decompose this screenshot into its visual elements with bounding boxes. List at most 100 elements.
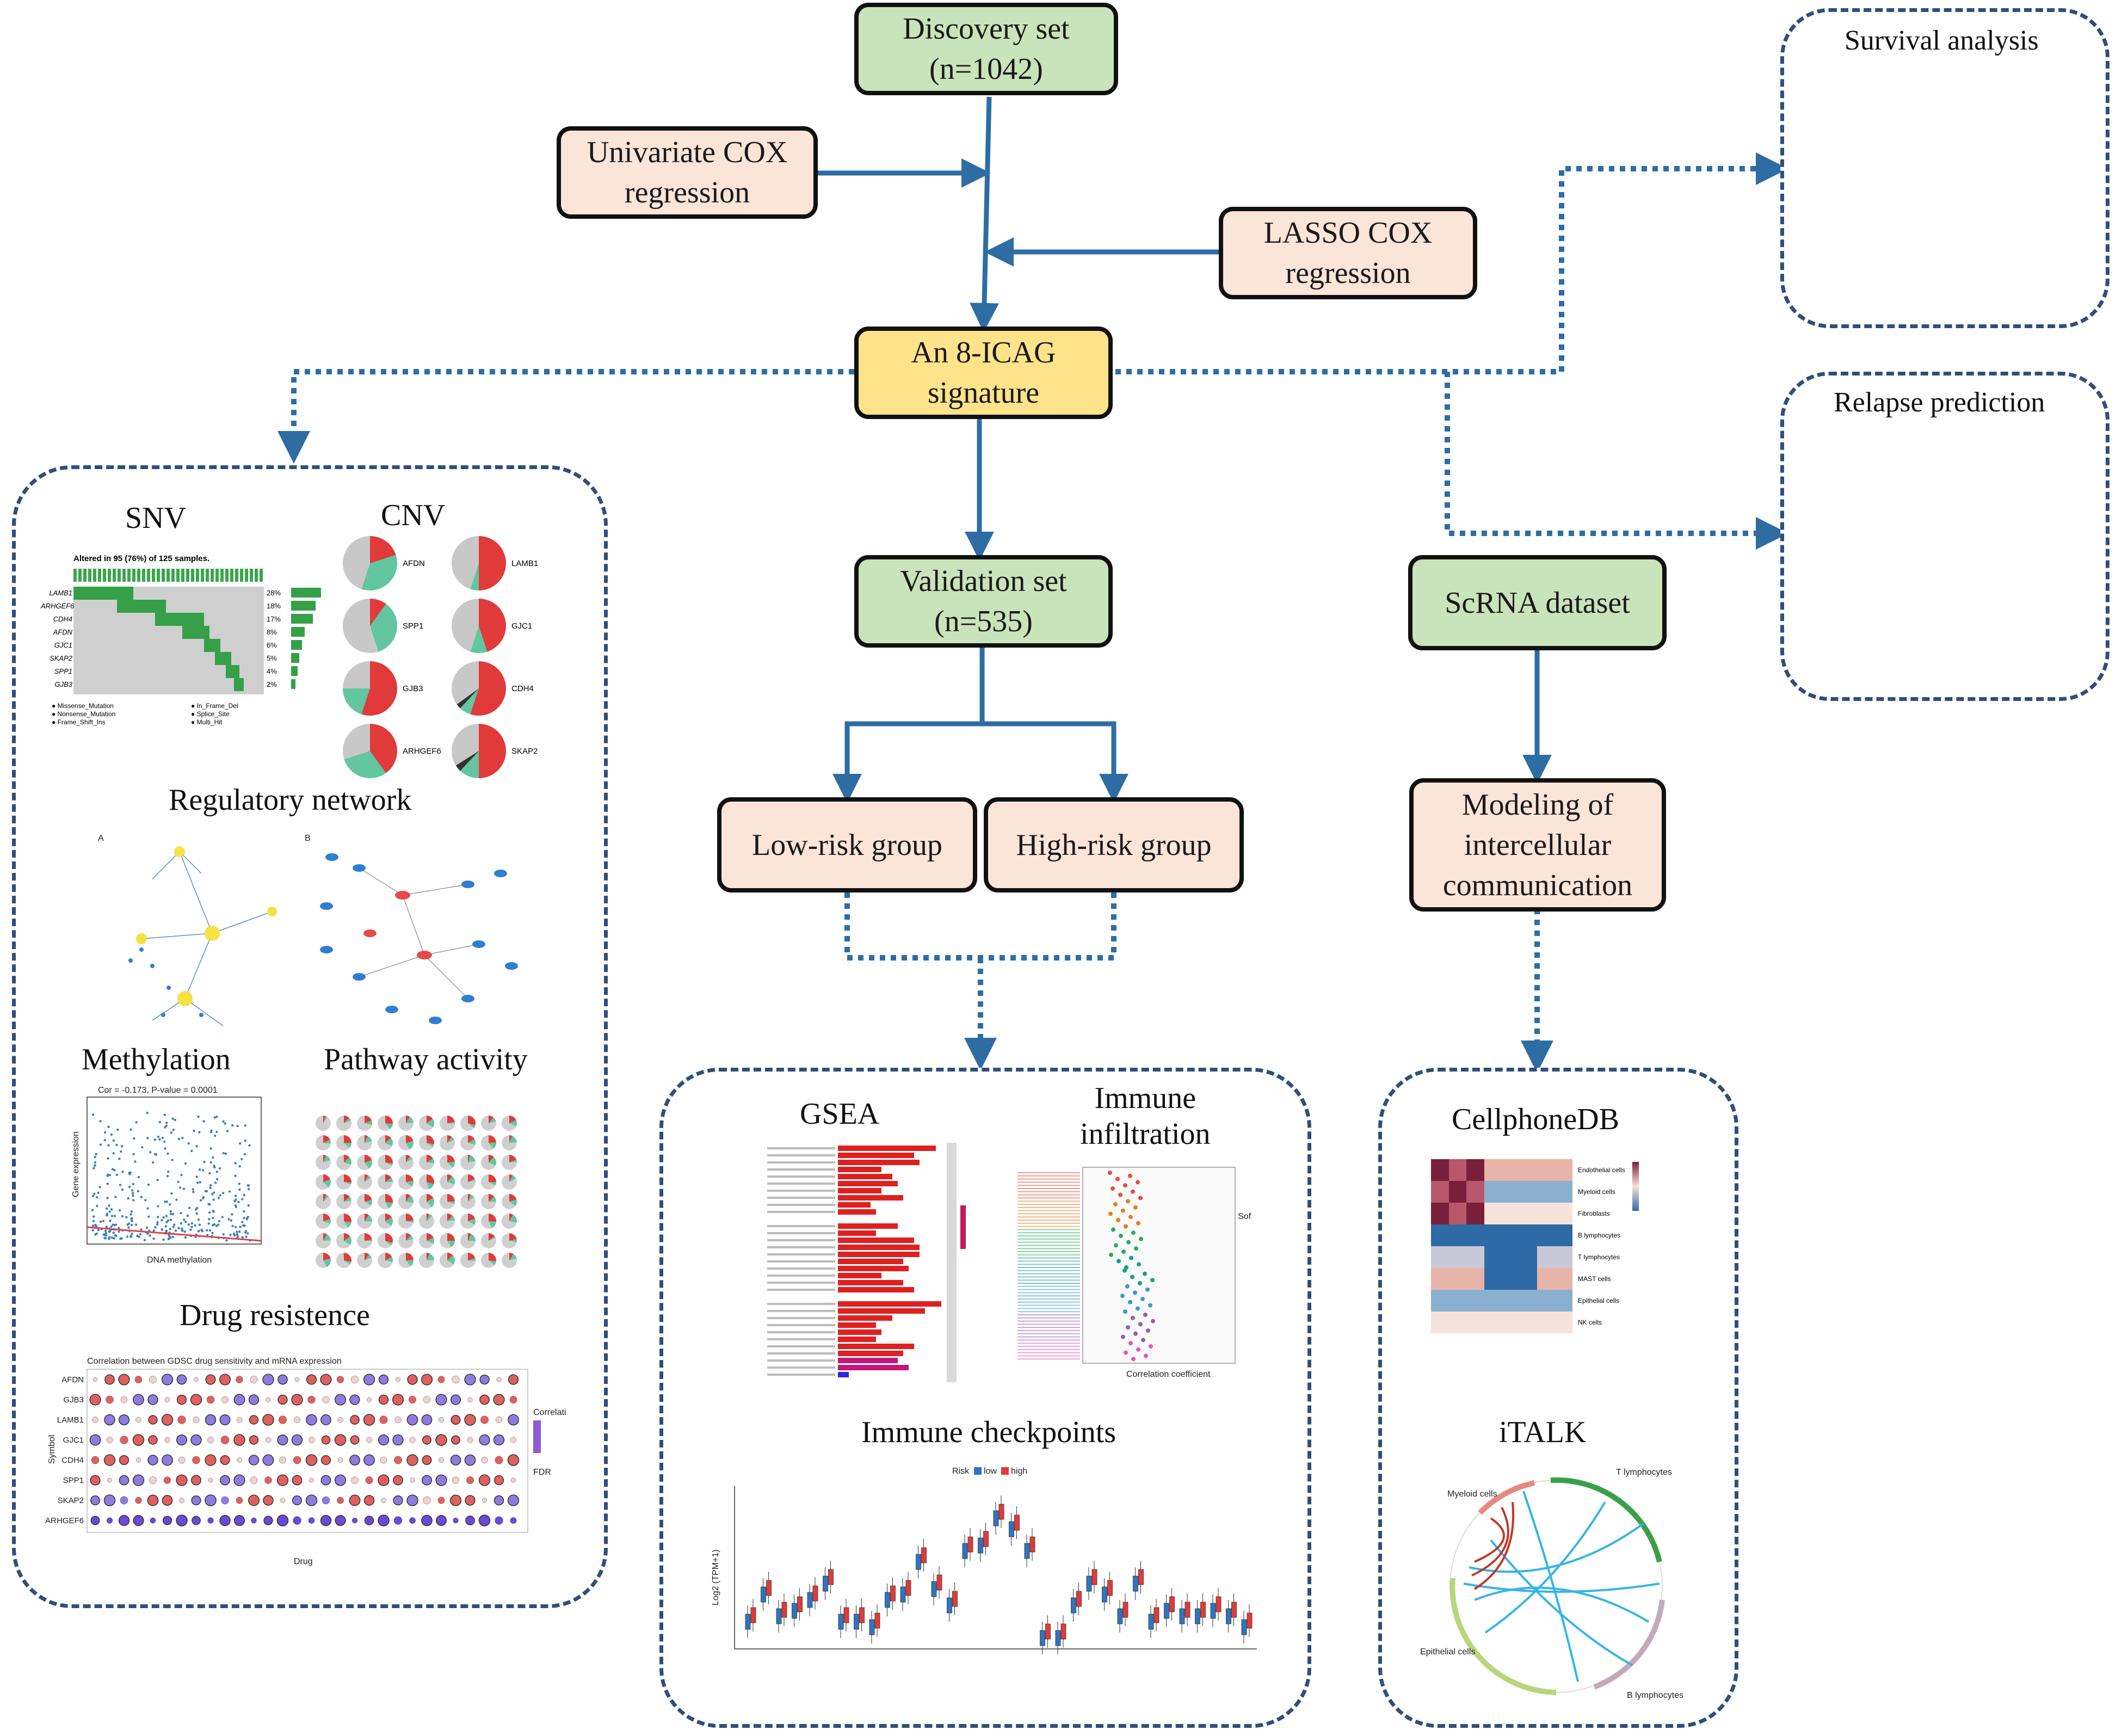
- drug-title: Drug resistence: [180, 1298, 370, 1332]
- infiltration-dot: [1120, 1294, 1125, 1298]
- methylation-point: [110, 1208, 113, 1211]
- methylation-point: [198, 1223, 201, 1226]
- drug-bubble: [294, 1417, 300, 1423]
- dotted-groups-to-center: [844, 892, 1116, 961]
- drug-bubble: [133, 1515, 144, 1526]
- methylation-point: [196, 1181, 199, 1184]
- modeling-line2: intercellular: [1464, 828, 1612, 862]
- methylation-point: [243, 1210, 245, 1213]
- modeling-line1: Modeling of: [1461, 787, 1614, 822]
- pathway-pie: [440, 1233, 455, 1248]
- drug-bubble: [148, 1415, 158, 1425]
- scrna-label: ScRNA dataset: [1445, 586, 1630, 620]
- infiltration-dot: [1124, 1350, 1128, 1355]
- cnv-pie: [452, 661, 506, 716]
- heatmap-cell: [1555, 1246, 1572, 1268]
- methylation-point: [127, 1226, 130, 1229]
- drug-bubble: [206, 1395, 215, 1404]
- methylation-point: [157, 1135, 160, 1138]
- checkpoint-legend-high: high: [1011, 1467, 1027, 1476]
- methylation-point: [132, 1199, 135, 1202]
- checkpoint-boxplot: Risk low high Log2 (TPM+1): [711, 1467, 1257, 1654]
- gsea-bar: [838, 1344, 914, 1349]
- methylation-point: [243, 1217, 245, 1220]
- pathway-pie: [419, 1214, 434, 1229]
- drug-bubble: [248, 1455, 260, 1466]
- methylation-point: [175, 1198, 178, 1201]
- drug-bubble: [207, 1517, 214, 1524]
- heatmap-cell: [1555, 1268, 1572, 1290]
- pathway-pie: [316, 1233, 331, 1248]
- heatmap-cell: [1431, 1159, 1449, 1181]
- methylation-point: [230, 1219, 233, 1222]
- drug-bubble: [220, 1475, 230, 1486]
- methylation-point: [132, 1194, 134, 1197]
- checkpoint-box: [1195, 1608, 1200, 1624]
- dotted-signature-to-survival: [1105, 152, 1788, 374]
- low-risk-label: Low-risk group: [752, 828, 942, 862]
- drug-bubble: [266, 1397, 271, 1402]
- checkpoint-box: [828, 1569, 834, 1585]
- methylation-point: [145, 1226, 149, 1229]
- drug-xlabel: Drug: [294, 1557, 313, 1566]
- methylation-point: [94, 1161, 97, 1164]
- drug-bubble: [351, 1476, 359, 1484]
- drug-bubble: [176, 1515, 188, 1526]
- gsea-bar: [838, 1230, 876, 1236]
- drug-legend-fdr: FDR: [533, 1468, 551, 1477]
- pathway-pie: [440, 1194, 455, 1209]
- methylation-point: [244, 1124, 246, 1127]
- drug-bubble: [89, 1434, 101, 1446]
- drug-bubble: [263, 1516, 273, 1525]
- drug-bubble: [250, 1476, 258, 1484]
- checkpoint-box: [766, 1580, 772, 1596]
- heatmap-cell: [1555, 1203, 1572, 1224]
- pathway-pie: [378, 1155, 393, 1170]
- drug-bubble: [220, 1455, 230, 1466]
- checkpoint-box: [859, 1607, 865, 1623]
- methylation-point: [157, 1205, 159, 1208]
- drug-bubble: [378, 1515, 390, 1526]
- italk-sector-epithelial: Epithelial cells: [1420, 1647, 1475, 1657]
- methylation-point: [170, 1131, 172, 1134]
- methylation-point: [108, 1204, 110, 1207]
- infiltration-dot: [1126, 1325, 1130, 1330]
- methylation-point: [206, 1229, 208, 1232]
- methylation-point: [166, 1219, 170, 1222]
- pathway-pie: [336, 1214, 351, 1229]
- methylation-point: [246, 1216, 249, 1219]
- methylation-point: [187, 1142, 190, 1145]
- methylation-point: [104, 1229, 107, 1233]
- checkpoint-box: [1122, 1602, 1128, 1618]
- checkpoint-box: [1076, 1591, 1082, 1607]
- methylation-point: [94, 1155, 96, 1159]
- heatmap-row-label: NK cells: [1578, 1319, 1602, 1326]
- methylation-point: [136, 1234, 139, 1238]
- methylation-point: [121, 1215, 124, 1218]
- gsea-bar: [838, 1287, 914, 1292]
- methylation-point: [133, 1137, 135, 1140]
- immune-title-line2: infiltration: [1080, 1117, 1211, 1151]
- drug-bubble: [92, 1377, 98, 1382]
- drug-bubble: [104, 1414, 115, 1426]
- infiltration-dot: [1123, 1309, 1127, 1314]
- methylation-point: [109, 1230, 112, 1233]
- drug-bubble: [364, 1516, 374, 1525]
- methylation-point: [110, 1225, 113, 1228]
- infiltration-dot: [1111, 1186, 1115, 1191]
- lasso-cox-box: LASSO COX regression: [1219, 207, 1477, 299]
- high-risk-box: High-risk group: [984, 797, 1244, 892]
- methylation-point: [184, 1236, 187, 1239]
- checkpoint-box: [874, 1612, 880, 1629]
- methylation-point: [161, 1136, 164, 1140]
- methylation-point: [140, 1196, 143, 1198]
- drug-bubble: [349, 1455, 360, 1466]
- methylation-point: [102, 1220, 105, 1222]
- pathway-pie: [460, 1233, 476, 1248]
- methylation-point: [139, 1233, 142, 1236]
- drug-bubble: [103, 1454, 116, 1466]
- methylation-point: [228, 1190, 231, 1193]
- drug-bubble: [305, 1454, 318, 1466]
- methylation-point: [211, 1232, 214, 1234]
- methylation-point: [197, 1115, 200, 1118]
